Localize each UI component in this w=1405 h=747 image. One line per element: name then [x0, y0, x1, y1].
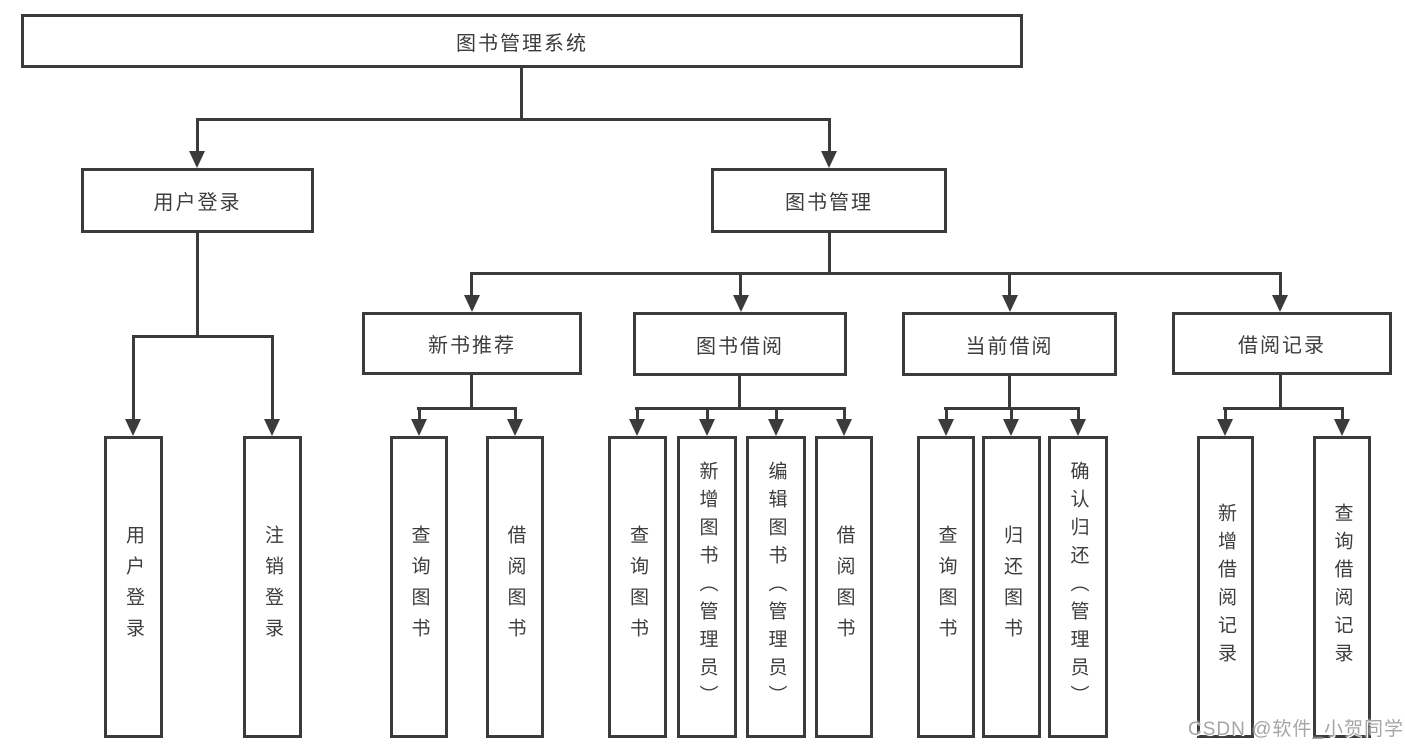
leaf-confirm-return-admin: 确认归还（管理员）	[1048, 436, 1108, 738]
connector-line	[417, 407, 517, 410]
connector-line	[1224, 407, 1227, 421]
leaf-query-books-current: 查询图书	[917, 436, 975, 738]
arrow-down-icon	[1070, 419, 1086, 436]
leaf-query-books-recommend: 查询图书	[390, 436, 448, 738]
connector-line	[418, 407, 421, 421]
node-current-borrow: 当前借阅	[902, 312, 1117, 376]
connector-line	[706, 407, 709, 421]
leaf-add-borrow-record: 新增借阅记录	[1197, 436, 1254, 738]
connector-line	[132, 335, 135, 421]
watermark: CSDN @软件_小贺同学	[1188, 719, 1404, 740]
connector-line	[196, 233, 199, 338]
arrow-down-icon	[464, 295, 480, 312]
arrow-down-icon	[125, 419, 141, 436]
leaf-edit-book-admin: 编辑图书（管理员）	[746, 436, 806, 738]
connector-line	[1341, 407, 1344, 421]
arrow-down-icon	[507, 419, 523, 436]
arrow-down-icon	[1217, 419, 1233, 436]
leaf-query-borrow-record: 查询借阅记录	[1313, 436, 1371, 738]
connector-line	[635, 407, 846, 410]
leaf-query-books-borrow: 查询图书	[608, 436, 667, 738]
connector-line	[1008, 376, 1011, 410]
connector-line	[196, 118, 831, 121]
connector-line	[470, 375, 473, 410]
connector-line	[1279, 375, 1282, 410]
connector-line	[828, 118, 831, 153]
connector-line	[1279, 272, 1282, 297]
node-book-management: 图书管理	[711, 168, 947, 233]
arrow-down-icon	[1334, 419, 1350, 436]
node-user-login: 用户登录	[81, 168, 314, 233]
arrow-down-icon	[699, 419, 715, 436]
arrow-down-icon	[768, 419, 784, 436]
leaf-logout-login: 注销登录	[243, 436, 302, 738]
connector-line	[271, 335, 274, 421]
leaf-borrow-books-borrow: 借阅图书	[815, 436, 873, 738]
arrow-down-icon	[1002, 295, 1018, 312]
connector-line	[196, 118, 199, 153]
arrow-down-icon	[733, 295, 749, 312]
connector-line	[738, 376, 741, 410]
connector-line	[514, 407, 517, 421]
connector-line	[775, 407, 778, 421]
connector-line	[739, 272, 742, 297]
connector-line	[520, 68, 523, 120]
leaf-user-login: 用户登录	[104, 436, 163, 738]
leaf-return-book: 归还图书	[982, 436, 1041, 738]
connector-line	[470, 272, 1282, 275]
connector-line	[132, 335, 274, 338]
arrow-down-icon	[1003, 419, 1019, 436]
connector-line	[636, 407, 639, 421]
node-system-root: 图书管理系统	[21, 14, 1023, 68]
node-new-book-recommend: 新书推荐	[362, 312, 582, 375]
arrow-down-icon	[836, 419, 852, 436]
leaf-add-book-admin: 新增图书（管理员）	[677, 436, 737, 738]
node-borrow-records: 借阅记录	[1172, 312, 1392, 375]
node-book-borrow: 图书借阅	[633, 312, 847, 376]
connector-line	[1008, 272, 1011, 297]
arrow-down-icon	[629, 419, 645, 436]
arrow-down-icon	[1272, 295, 1288, 312]
connector-line	[470, 272, 473, 297]
arrow-down-icon	[938, 419, 954, 436]
arrow-down-icon	[264, 419, 280, 436]
arrow-down-icon	[189, 151, 205, 168]
connector-line	[1223, 407, 1344, 410]
connector-line	[1077, 407, 1080, 421]
connector-line	[843, 407, 846, 421]
arrow-down-icon	[411, 419, 427, 436]
connector-line	[945, 407, 948, 421]
arrow-down-icon	[821, 151, 837, 168]
connector-line	[1010, 407, 1013, 421]
leaf-borrow-books-recommend: 借阅图书	[486, 436, 544, 738]
connector-line	[828, 233, 831, 275]
